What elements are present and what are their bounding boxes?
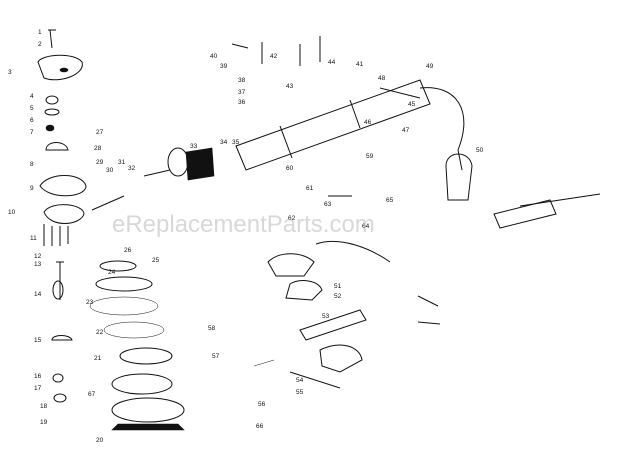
- label-49: 49: [426, 63, 434, 70]
- cord-clamp: [253, 309, 367, 389]
- switch-assembly: [445, 153, 601, 229]
- label-23: 23: [86, 299, 94, 306]
- label-1: 1: [38, 29, 42, 36]
- label-27: 27: [96, 129, 104, 136]
- label-19: 19: [40, 419, 48, 426]
- label-40: 40: [210, 53, 218, 60]
- label-58: 58: [208, 325, 216, 332]
- label-51: 51: [334, 283, 342, 290]
- label-8: 8: [30, 161, 34, 168]
- watermark: eReplacementParts.com: [112, 211, 375, 238]
- label-57: 57: [212, 353, 220, 360]
- label-61: 61: [306, 185, 314, 192]
- label-12: 12: [34, 253, 42, 260]
- label-5: 5: [30, 105, 34, 112]
- label-38: 38: [238, 77, 246, 84]
- label-25: 25: [152, 257, 160, 264]
- label-33: 33: [190, 143, 198, 150]
- label-31: 31: [118, 159, 126, 166]
- label-6: 6: [30, 117, 34, 124]
- label-36: 36: [238, 99, 246, 106]
- central-discs: [89, 260, 185, 431]
- label-11: 11: [30, 235, 37, 242]
- label-64: 64: [362, 223, 370, 230]
- label-26: 26: [124, 247, 132, 254]
- label-10: 10: [8, 209, 16, 216]
- trigger-assembly: [267, 240, 391, 301]
- label-34: 34: [220, 139, 228, 146]
- label-29: 29: [96, 159, 104, 166]
- label-52: 52: [334, 293, 342, 300]
- label-66: 66: [256, 423, 264, 430]
- label-62: 62: [288, 215, 296, 222]
- label-60: 60: [286, 165, 294, 172]
- main-tube: [235, 79, 465, 171]
- label-13: 13: [34, 261, 42, 268]
- armature-gear: [91, 147, 215, 211]
- label-3: 3: [8, 69, 12, 76]
- label-55: 55: [296, 389, 304, 396]
- label-48: 48: [378, 75, 386, 82]
- label-50: 50: [476, 147, 484, 154]
- label-21: 21: [94, 355, 102, 362]
- label-59: 59: [366, 153, 374, 160]
- label-35: 35: [232, 139, 240, 146]
- label-30: 30: [106, 167, 114, 174]
- label-67: 67: [88, 391, 96, 398]
- part-labels: 1 2 3 4 5 6 7 8 9 10 11 12 13 14 15 16 1…: [8, 29, 484, 444]
- label-20: 20: [96, 437, 104, 444]
- label-24: 24: [108, 269, 116, 276]
- label-9: 9: [30, 185, 34, 192]
- label-7: 7: [30, 129, 34, 136]
- label-63: 63: [324, 201, 332, 208]
- label-32: 32: [128, 165, 136, 172]
- label-28: 28: [94, 145, 102, 152]
- label-14: 14: [34, 291, 42, 298]
- label-53: 53: [322, 313, 330, 320]
- label-37: 37: [238, 89, 246, 96]
- label-22: 22: [96, 329, 104, 336]
- label-15: 15: [34, 337, 42, 344]
- label-46: 46: [364, 119, 372, 126]
- label-16: 16: [34, 373, 42, 380]
- label-39: 39: [220, 63, 228, 70]
- label-2: 2: [38, 41, 42, 48]
- label-42: 42: [270, 53, 278, 60]
- label-56: 56: [258, 401, 266, 408]
- label-65: 65: [386, 197, 394, 204]
- label-45: 45: [408, 101, 416, 108]
- label-17: 17: [34, 385, 42, 392]
- label-47: 47: [402, 127, 410, 134]
- label-18: 18: [40, 403, 48, 410]
- small-fasteners: [231, 36, 441, 325]
- label-4: 4: [30, 93, 34, 100]
- label-44: 44: [328, 59, 336, 66]
- label-41: 41: [356, 61, 364, 68]
- left-parts-stack: [37, 29, 87, 403]
- label-54: 54: [296, 377, 304, 384]
- label-43: 43: [286, 83, 294, 90]
